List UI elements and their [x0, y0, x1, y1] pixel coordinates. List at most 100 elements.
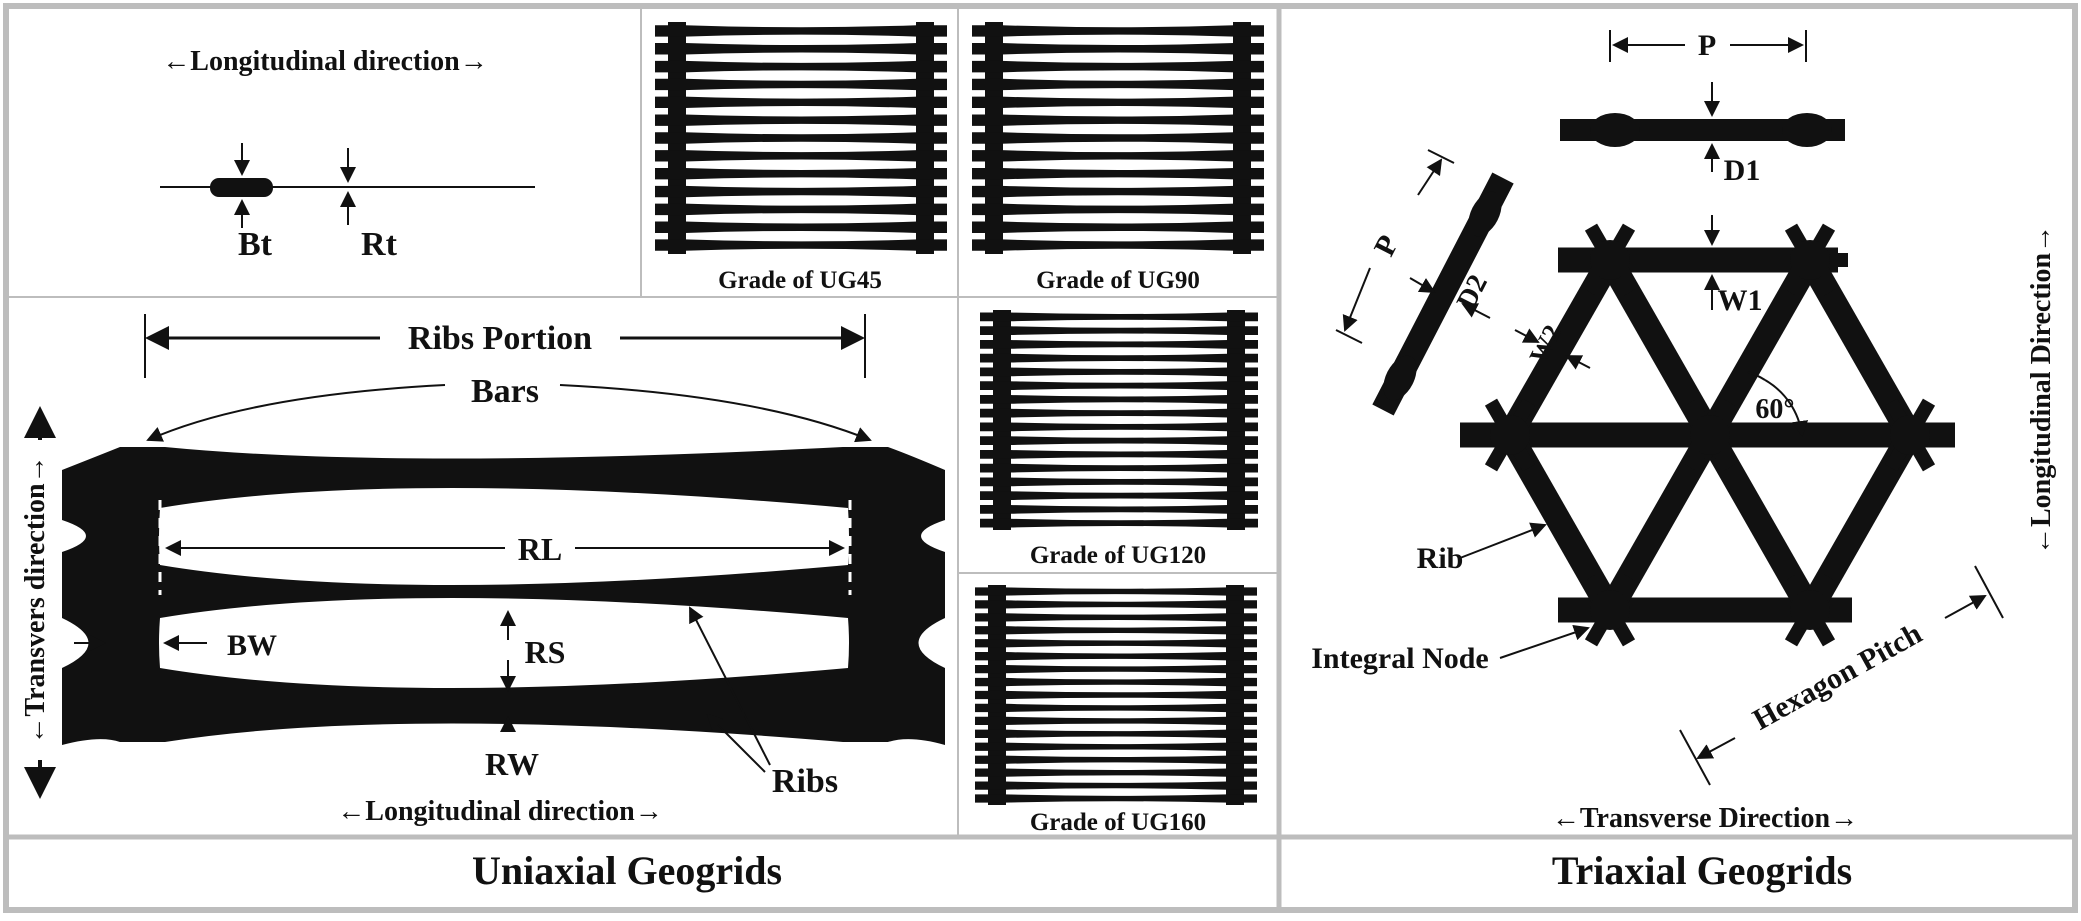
bars-label: Bars [471, 373, 539, 410]
geogrid-rib [972, 114, 1264, 126]
geogrid-rib [980, 491, 1258, 501]
bottom-longitudinal-label: ←Longitudinal direction→ [337, 796, 662, 827]
grade-ug90-image [972, 22, 1264, 254]
geogrid-rib [980, 394, 1258, 404]
geogrid-rib [975, 781, 1257, 790]
geogrid-rib [975, 639, 1257, 648]
geogrid-rib [980, 449, 1258, 459]
grade-ug90-caption: Grade of UG90 [1036, 267, 1200, 294]
grade-ug45-caption: Grade of UG45 [718, 267, 882, 294]
geogrid-rib [975, 729, 1257, 738]
geogrid-bar [993, 310, 1011, 530]
rl-label: RL [518, 531, 562, 567]
triaxial-detail [1335, 30, 2004, 786]
geogrid-rib [655, 78, 947, 91]
bw-label: BW [227, 629, 277, 662]
panel-frames [3, 3, 2078, 913]
integral-node [1790, 240, 1830, 280]
geogrid-rib [655, 203, 947, 216]
geogrid-rib [655, 25, 947, 37]
geogrid-rib [655, 132, 947, 144]
geogrid-rib [975, 703, 1257, 713]
uniaxial-detail [24, 314, 945, 799]
rs-label: RS [525, 634, 566, 670]
geogrid-rib [655, 150, 947, 162]
transvers-direction-label: ←Transvers direction→ [20, 455, 51, 744]
geogrid-rib [980, 504, 1258, 514]
geogrid-rib [655, 167, 947, 180]
geogrid-rib [980, 326, 1258, 336]
geogrid-rib [655, 96, 947, 109]
angle-60-label: 60° [1755, 394, 1794, 425]
geogrid-rib [975, 768, 1257, 777]
geogrid-rib [972, 60, 1264, 73]
geogrid-rib [972, 78, 1264, 91]
integral-node [1790, 590, 1830, 630]
rt-label: Rt [361, 226, 398, 263]
geogrid-rib [972, 132, 1264, 144]
geogrid-rib [980, 339, 1258, 349]
geogrid-rib [655, 114, 947, 126]
thickness-sketch [160, 143, 535, 228]
geogrid-rib [975, 664, 1257, 674]
ribs-label: Ribs [772, 763, 838, 800]
geogrid-rib [972, 150, 1264, 162]
integral-node [1590, 240, 1630, 280]
geogrid-rib [975, 716, 1257, 726]
geogrid-rib [972, 25, 1264, 37]
geogrid-rib [972, 203, 1264, 216]
d1-label: D1 [1724, 154, 1761, 187]
geogrid-rib [980, 436, 1258, 446]
geogrid-rib [972, 167, 1264, 180]
geogrid-rib [655, 239, 947, 251]
grade-ug160-image [975, 585, 1257, 805]
geogrid-rib [972, 185, 1264, 198]
geogrid-rib [975, 690, 1257, 700]
uniaxial-title: Uniaxial Geogrids [472, 848, 782, 893]
geogrid-rib [980, 408, 1258, 418]
integral-node [1590, 590, 1630, 630]
grade-ug120-image [980, 310, 1258, 530]
geogrid-rib [975, 794, 1257, 803]
integral-node [1690, 415, 1730, 455]
geogrid-rib [980, 463, 1258, 473]
geogrid-rib [980, 353, 1258, 363]
p-left-label: P [1368, 230, 1406, 261]
bt-label: Bt [238, 226, 273, 263]
geogrid-rib [975, 587, 1257, 596]
geogrid-rib [975, 755, 1257, 764]
geogrid-rib [972, 221, 1264, 233]
triaxial-title: Triaxial Geogrids [1552, 848, 1852, 893]
grade-ug120-caption: Grade of UG120 [1030, 542, 1206, 569]
geogrid-rib [972, 239, 1264, 251]
hexagon-pitch-label: Hexagon Pitch [1747, 617, 1927, 737]
integral-node-label: Integral Node [1311, 642, 1488, 675]
geogrid-rib [655, 60, 947, 73]
geogrid-rib [975, 677, 1257, 687]
ribs-portion-label: Ribs Portion [408, 320, 592, 357]
geogrid-rib [655, 221, 947, 233]
grade-ug160-caption: Grade of UG160 [1030, 809, 1206, 836]
geogrid-bar [1227, 310, 1245, 530]
grade-ug45-image [655, 22, 947, 254]
integral-node [1890, 415, 1930, 455]
top-longitudinal-label: ←Longitudinal direction→ [162, 46, 487, 77]
geogrid-rib [980, 312, 1258, 322]
p-top-label: P [1698, 29, 1716, 62]
rw-label: RW [485, 746, 539, 782]
geogrid-rib [975, 652, 1257, 661]
geogrid-rib [980, 381, 1258, 391]
geogrid-rib [655, 185, 947, 198]
geogrid-rib [980, 367, 1258, 377]
integral-node [1490, 415, 1530, 455]
geogrid-rib [980, 422, 1258, 432]
geogrid-rib [972, 43, 1264, 55]
w1-label: W1 [1718, 284, 1763, 317]
geogrid-rib [975, 600, 1257, 609]
geogrid-rib [975, 626, 1257, 635]
geogrid-rib [975, 742, 1257, 751]
integral-nodes [1472, 223, 1948, 647]
geogrid-rib [975, 613, 1257, 622]
